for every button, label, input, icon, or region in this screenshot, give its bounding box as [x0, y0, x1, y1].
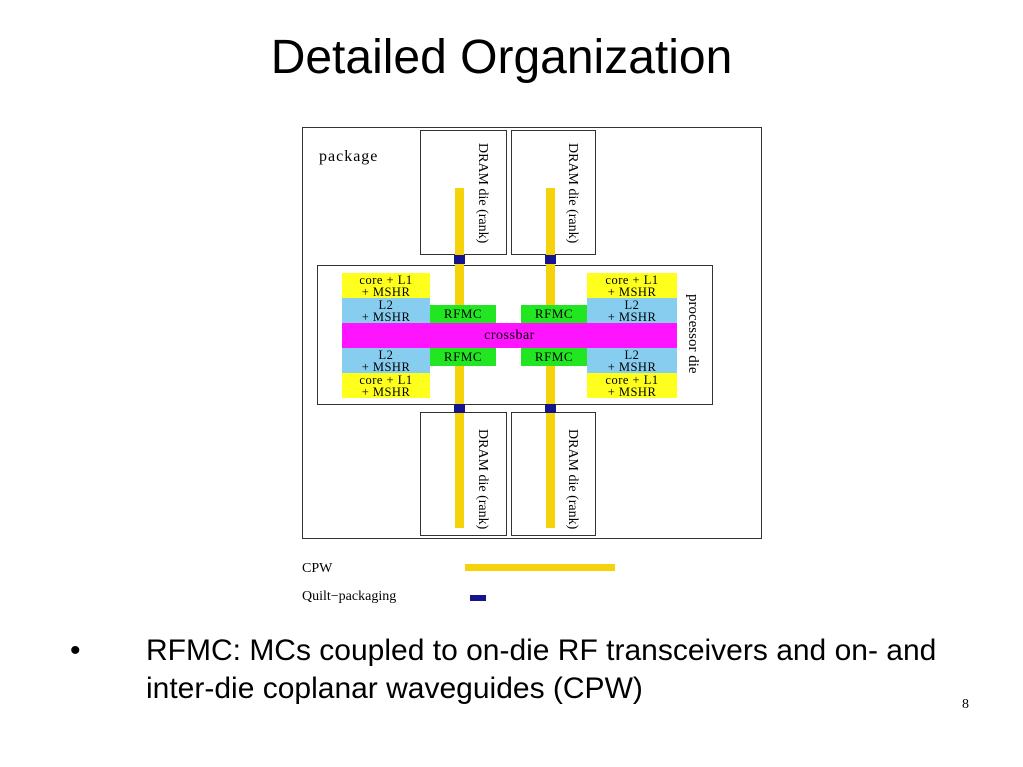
core-line2: + MSHR	[361, 284, 411, 299]
quilt-packaging-mark	[454, 404, 465, 413]
dram-die-label: DRAM die (rank)	[475, 429, 490, 530]
crossbar: crossbar	[342, 323, 677, 348]
processor-die-label: processor die	[685, 294, 701, 374]
l2-block-bottom-right: L2 + MSHR	[587, 348, 677, 373]
legend-cpw-swatch	[465, 564, 615, 571]
core-line1: core + L1	[605, 372, 659, 387]
core-line1: core + L1	[359, 272, 413, 287]
core-block-bottom-right: core + L1 + MSHR	[587, 373, 677, 398]
core-line2: + MSHR	[361, 384, 411, 399]
core-block-top-left: core + L1 + MSHR	[342, 273, 430, 298]
l2-line1: L2	[378, 297, 394, 312]
core-line1: core + L1	[605, 272, 659, 287]
rfmc-block-top-right: RFMC	[521, 305, 587, 323]
l2-line1: L2	[624, 347, 640, 362]
bullet-item: RFMC: MCs coupled to on-die RF transceiv…	[146, 634, 937, 705]
quilt-packaging-mark	[545, 404, 556, 413]
l2-line2: + MSHR	[607, 359, 657, 374]
dram-die-label: DRAM die (rank)	[475, 143, 490, 244]
core-block-top-right: core + L1 + MSHR	[587, 273, 677, 298]
legend-quilt-label: Quilt−packaging	[302, 589, 397, 604]
l2-block-top-left: L2 + MSHR	[342, 298, 430, 323]
rfmc-block-bottom-left: RFMC	[430, 348, 496, 366]
rfmc-block-top-left: RFMC	[430, 305, 496, 323]
package-diagram: package DRAM die (rank) DRAM die (rank) …	[302, 127, 762, 539]
l2-line1: L2	[378, 347, 394, 362]
l2-line2: + MSHR	[361, 309, 411, 324]
core-line1: core + L1	[359, 372, 413, 387]
quilt-packaging-mark	[454, 255, 465, 264]
slide-title: Detailed Organization	[270, 31, 733, 84]
l2-line2: + MSHR	[607, 309, 657, 324]
core-line2: + MSHR	[607, 284, 657, 299]
legend-quilt-swatch	[470, 595, 486, 601]
core-block-bottom-left: core + L1 + MSHR	[342, 373, 430, 398]
dram-die-label: DRAM die (rank)	[565, 143, 580, 244]
l2-line1: L2	[624, 297, 640, 312]
l2-line2: + MSHR	[361, 359, 411, 374]
rfmc-block-bottom-right: RFMC	[521, 348, 587, 366]
package-label: package	[319, 148, 379, 165]
l2-block-bottom-left: L2 + MSHR	[342, 348, 430, 373]
core-line2: + MSHR	[607, 384, 657, 399]
bullet-icon: •	[70, 634, 81, 667]
legend-cpw-label: CPW	[302, 561, 333, 576]
l2-block-top-right: L2 + MSHR	[587, 298, 677, 323]
quilt-packaging-mark	[545, 255, 556, 264]
page-number: 8	[962, 697, 969, 712]
dram-die-label: DRAM die (rank)	[565, 429, 580, 530]
